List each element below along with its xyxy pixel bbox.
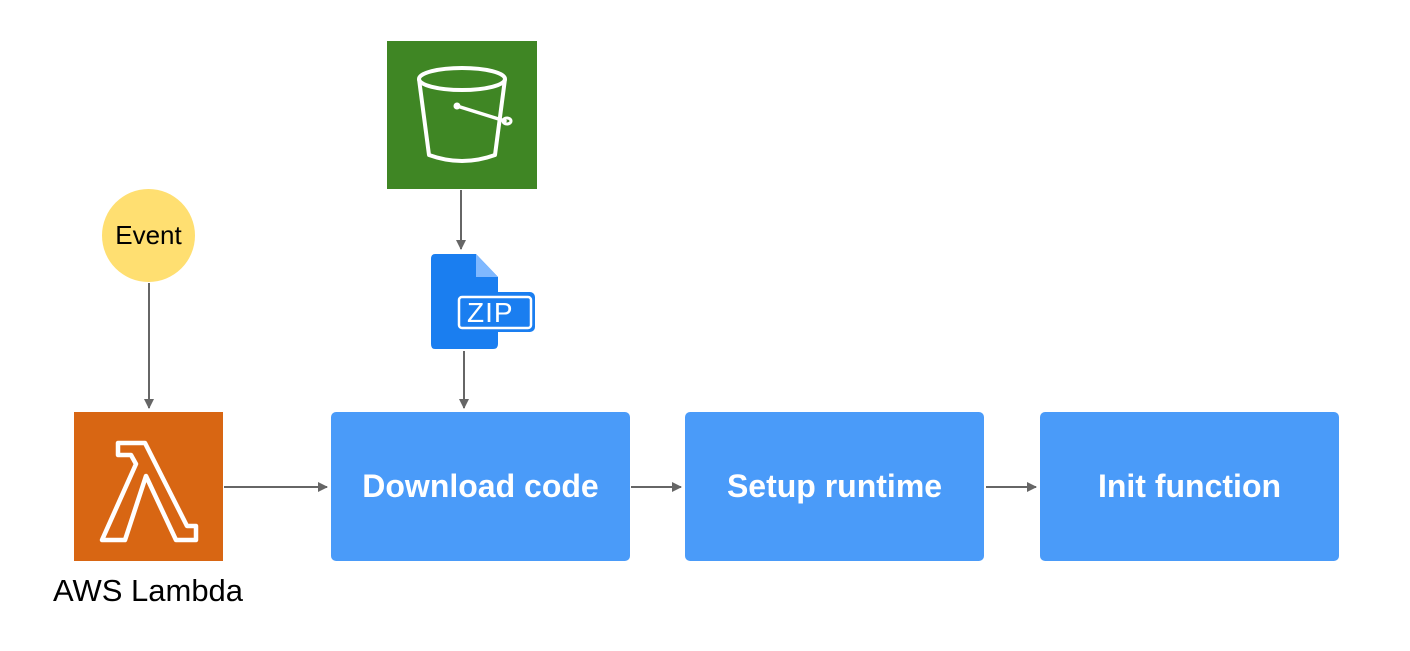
- event-node: Event: [102, 189, 195, 282]
- lambda-icon: [99, 440, 199, 543]
- step-label: Setup runtime: [726, 468, 943, 504]
- step-label: Download code: [362, 468, 599, 504]
- s3-tile: [387, 41, 537, 189]
- event-label: Event: [115, 220, 182, 250]
- lambda-tile: [74, 412, 223, 561]
- bucket-icon: [417, 66, 513, 163]
- zip-label: ZIP: [467, 297, 514, 328]
- step-setup-runtime: Setup runtime: [685, 412, 984, 561]
- zip-file-icon: ZIP: [429, 253, 537, 350]
- lambda-caption: AWS Lambda: [52, 573, 244, 608]
- step-label: Init function: [1097, 468, 1282, 504]
- zip-file-shape: [431, 254, 535, 349]
- step-download-code: Download code: [331, 412, 630, 561]
- step-init-function: Init function: [1040, 412, 1339, 561]
